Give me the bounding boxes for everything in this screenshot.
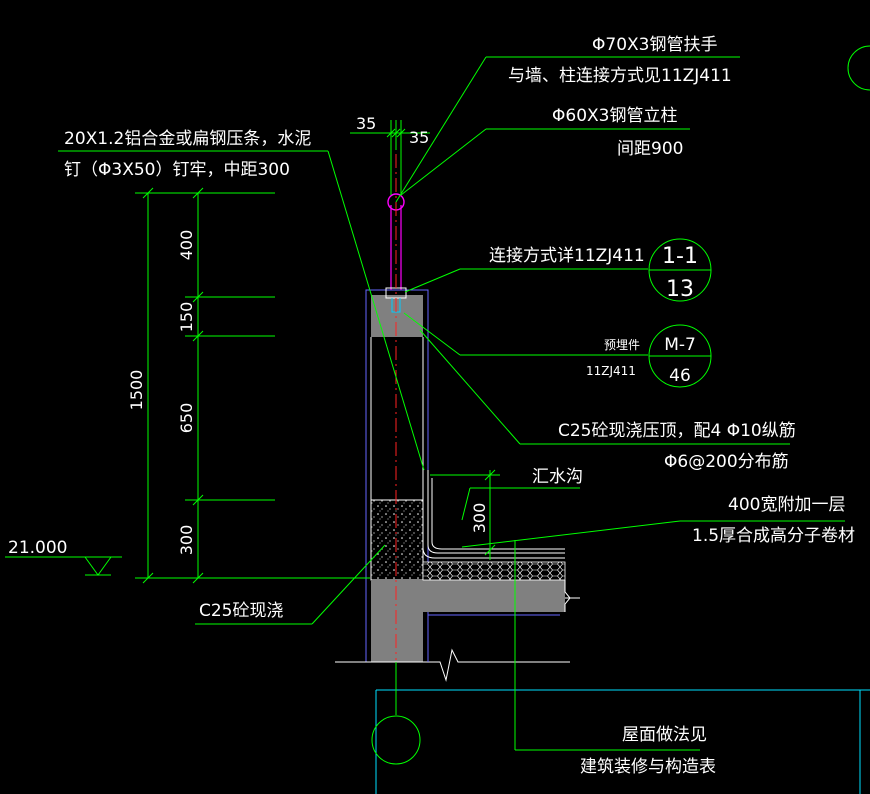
dim-right-35: 35 xyxy=(409,128,429,147)
label-membrane: 1.5厚合成高分子卷材 xyxy=(692,526,855,546)
dim-400: 400 xyxy=(177,230,196,261)
dimension-chain xyxy=(135,187,370,584)
elevation-mark xyxy=(5,556,122,576)
dim-total: 1500 xyxy=(127,370,146,411)
label-handrail: Φ70X3钢管扶手 xyxy=(592,35,717,55)
label-handrail-note: 与墙、柱连接方式见11ZJ411 xyxy=(508,66,732,86)
top-dimension xyxy=(350,120,430,195)
embed-symbol xyxy=(648,324,712,388)
dim-150: 150 xyxy=(177,302,196,333)
leader-lines xyxy=(58,56,845,751)
label-embed-ref: 11ZJ411 xyxy=(586,364,636,378)
dim-gutter-300: 300 xyxy=(470,503,489,534)
embed-number-top: M-7 xyxy=(664,335,696,355)
axis-bubble-right xyxy=(847,45,870,91)
label-roof-1: 屋面做法见 xyxy=(622,725,707,745)
label-concrete: C25砼现浇 xyxy=(199,601,284,621)
detail-number-top: 1-1 xyxy=(662,244,698,269)
label-coping-dist: Φ6@200分布筋 xyxy=(664,452,789,472)
axis-bubble xyxy=(371,715,421,765)
dim-left-35: 35 xyxy=(356,114,376,133)
label-extra-layer: 400宽附加一层 xyxy=(728,495,845,515)
dim-650: 650 xyxy=(177,403,196,434)
label-connection: 连接方式详11ZJ411 xyxy=(489,246,645,266)
label-strip-1: 20X1.2铝合金或扁钢压条，水泥 xyxy=(64,129,311,149)
embed-number-bottom: 46 xyxy=(669,366,691,386)
label-post: Φ60X3钢管立柱 xyxy=(552,106,677,126)
label-roof-2: 建筑装修与构造表 xyxy=(580,757,716,777)
label-coping: C25砼现浇压顶，配4 Φ10纵筋 xyxy=(558,421,796,441)
label-embed: 预埋件 xyxy=(604,338,640,352)
parapet-wall xyxy=(335,289,870,794)
detail-number-bottom: 13 xyxy=(666,277,694,302)
dim-300: 300 xyxy=(177,525,196,556)
gutter-dimension xyxy=(430,469,500,560)
label-post-spacing: 间距900 xyxy=(617,139,683,159)
elevation-value: 21.000 xyxy=(8,538,67,558)
label-gutter: 汇水沟 xyxy=(532,467,583,487)
detail-symbol xyxy=(648,238,712,302)
label-strip-2: 钉（Φ3X50）钉牢，中距300 xyxy=(64,160,290,180)
